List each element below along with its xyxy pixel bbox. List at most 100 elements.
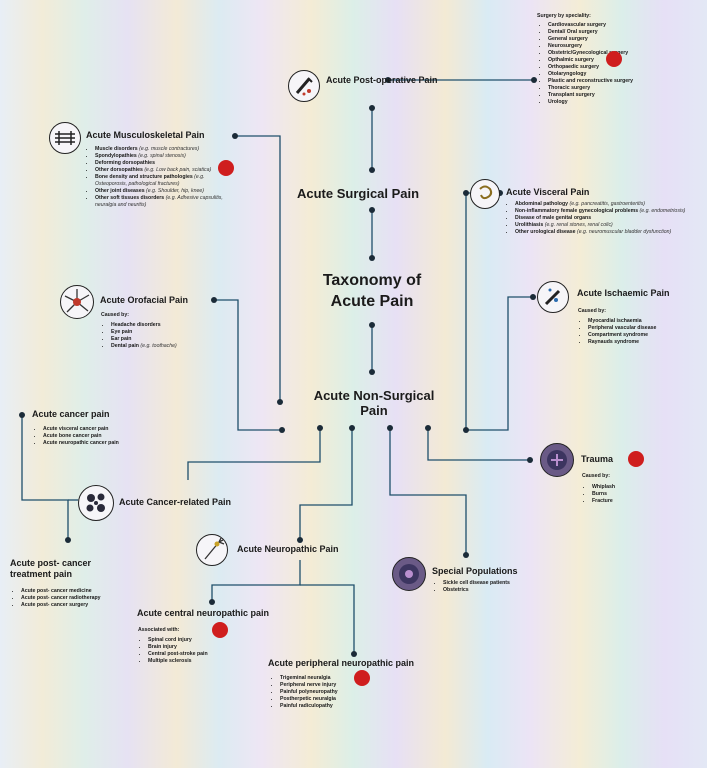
- list-item-label: Deforming dorsopathies: [95, 160, 155, 166]
- list-item: Other joint diseases (e.g. Shoulder, hip…: [95, 188, 223, 195]
- list-item: Trigeminal neuralgia: [280, 675, 338, 682]
- list-item-label: Bone density and structure pathologies: [95, 174, 193, 180]
- list-item-label: Other dorsopathies: [95, 167, 143, 173]
- taxonomy-title-line1: Taxonomy of: [322, 272, 422, 289]
- list-item: Acute post- cancer radiotherapy: [21, 595, 101, 602]
- list-item: Deforming dorsopathies: [95, 160, 223, 167]
- list-item: Burns: [592, 491, 615, 498]
- list-item: Spondylopathies (e.g. spinal stenosis): [95, 153, 223, 160]
- list-item-label: Muscle disorders: [95, 146, 138, 152]
- list-item: Urolithiasis (e.g. renal stones, renal c…: [515, 222, 707, 229]
- list-item: Other urological disease (e.g. neuromusc…: [515, 229, 707, 236]
- list-item: Spinal cord injury: [148, 637, 208, 644]
- neuropathic-title: Acute Neuropathic Pain: [237, 544, 339, 554]
- list-item: Myocardial ischaemia: [588, 318, 656, 325]
- visceral-title: Acute Visceral Pain: [506, 187, 590, 197]
- list-item: Acute post- cancer surgery: [21, 602, 101, 609]
- central-associated: Associated with:: [138, 627, 180, 633]
- list-item: Acute post- cancer medicine: [21, 588, 101, 595]
- peripheral-list: Trigeminal neuralgiaPeripheral nerve inj…: [270, 675, 338, 710]
- list-item-example: (e.g. renal stones, renal colic): [544, 222, 613, 228]
- list-item-example: (e.g. pancreatitis, gastroenteritis): [569, 201, 646, 207]
- msk-title: Acute Musculoskeletal Pain: [86, 130, 205, 140]
- ischaemic-list: Myocardial ischaemiaPeripheral vascular …: [578, 318, 656, 346]
- list-item: Obstetrics: [443, 587, 510, 594]
- list-item-label: Abdominal pathology: [515, 201, 569, 207]
- postop-title: Acute Post-operative Pain: [326, 75, 438, 85]
- list-item-label: Other urological disease: [515, 229, 576, 235]
- special-populations-icon: [392, 557, 426, 591]
- list-item-example: (e.g. Adhesive capsulitis, neuralgia and…: [95, 195, 223, 208]
- list-item: Sickle cell disease patients: [443, 580, 510, 587]
- list-item-example: (e.g. spinal stenosis): [138, 153, 186, 159]
- list-item: Ear pain: [111, 336, 177, 343]
- list-item: Multiple sclerosis: [148, 658, 208, 665]
- syringe-icon: [288, 70, 320, 102]
- list-item-label: Ear pain: [111, 336, 132, 342]
- list-item: Acute visceral cancer pain: [43, 426, 119, 433]
- postop-surgery-list: Cardiovascular surgeryDental/ Oral surge…: [538, 22, 633, 106]
- list-item: Plastic and reconstructive surgery: [548, 78, 633, 85]
- list-item: Other dorsopathies (e.g. Low back pain, …: [95, 167, 223, 174]
- list-item: Muscle disorders (e.g. muscle contractur…: [95, 146, 223, 153]
- list-item-example: (e.g. Shoulder, hip, knee): [146, 188, 205, 194]
- list-item: Orthopaedic surgery: [548, 64, 633, 71]
- list-item: Non-inflammatory female gynecological pr…: [515, 208, 707, 215]
- post-cancer-title-line1: Acute post- cancer: [10, 558, 92, 568]
- trauma-icon: [540, 443, 574, 477]
- list-item-label: Spondylopathies: [95, 153, 137, 159]
- list-item: Peripheral vascular disease: [588, 325, 656, 332]
- trauma-title: Trauma: [581, 454, 614, 464]
- visceral-list: Abdominal pathology (e.g. pancreatitis, …: [505, 201, 707, 236]
- post-cancer-title: Acute post- cancer treatment pain: [10, 558, 91, 580]
- list-item: Acute bone cancer pain: [43, 433, 119, 440]
- trauma-list: WhiplashBurnsFracture: [582, 484, 615, 505]
- ischaemia-icon: [537, 281, 569, 313]
- list-item-example: (e.g. toothache): [140, 343, 177, 349]
- msk-list: Muscle disorders (e.g. muscle contractur…: [85, 146, 223, 209]
- list-item: Acute neuropathic cancer pain: [43, 440, 119, 447]
- list-item: Other soft tissues disorders (e.g. Adhes…: [95, 195, 223, 209]
- list-item: Dental pain (e.g. toothache): [111, 343, 177, 350]
- non-surgical-line2: Pain: [360, 403, 388, 418]
- list-item-label: Dental pain: [111, 343, 139, 349]
- list-item-example: (e.g. Osteoporosis, pathological fractur…: [95, 174, 205, 187]
- trauma-caused-by: Caused by:: [582, 473, 610, 479]
- cancer-cells-icon: [78, 485, 114, 521]
- list-item: Eye pain: [111, 329, 177, 336]
- list-item: Dental/ Oral surgery: [548, 29, 633, 36]
- list-item: Disease of male genital organs: [515, 215, 707, 222]
- nerve-cell-icon: [60, 285, 94, 319]
- highlight-dot: [606, 51, 622, 67]
- taxonomy-title-line2: Acute Pain: [330, 293, 414, 310]
- list-item: Headache disorders: [111, 322, 177, 329]
- list-item-label: Headache disorders: [111, 322, 161, 328]
- list-item-example: (e.g. neuromuscular bladder dysfunction): [577, 229, 672, 235]
- neuron-icon: [196, 534, 228, 566]
- list-item: Compartment syndrome: [588, 332, 656, 339]
- list-item-label: Other joint diseases: [95, 188, 145, 194]
- list-item: Painful radiculopathy: [280, 703, 338, 710]
- list-item: Abdominal pathology (e.g. pancreatitis, …: [515, 201, 707, 208]
- cancer-pain-title: Acute cancer pain: [32, 409, 110, 419]
- ischaemic-title: Acute Ischaemic Pain: [577, 288, 670, 298]
- list-item: Bone density and structure pathologies (…: [95, 174, 223, 188]
- non-surgical-line1: Acute Non-Surgical: [313, 388, 435, 403]
- list-item: Fracture: [592, 498, 615, 505]
- list-item: Obstetric/Gynecological surgery: [548, 50, 633, 57]
- abdomen-icon: [470, 179, 500, 209]
- list-item-example: (e.g. Low back pain, sciatica): [144, 167, 212, 173]
- post-cancer-title-line2: treatment pain: [10, 569, 73, 579]
- list-item-label: Other soft tissues disorders: [95, 195, 165, 201]
- list-item-label: Urolithiasis: [515, 222, 544, 228]
- central-title: Acute central neuropathic pain: [137, 608, 270, 618]
- central-list: Spinal cord injuryBrain injuryCentral po…: [138, 637, 208, 665]
- list-item-label: Non-inflammatory female gynecological pr…: [515, 208, 639, 214]
- special-title: Special Populations: [432, 566, 518, 576]
- orofacial-list: Headache disordersEye painEar painDental…: [101, 322, 177, 350]
- post-cancer-list: Acute post- cancer medicineAcute post- c…: [11, 588, 101, 609]
- cancer-related-title: Acute Cancer-related Pain: [119, 497, 232, 507]
- list-item: Otolaryngology: [548, 71, 633, 78]
- list-item-label: Disease of male genital organs: [515, 215, 592, 221]
